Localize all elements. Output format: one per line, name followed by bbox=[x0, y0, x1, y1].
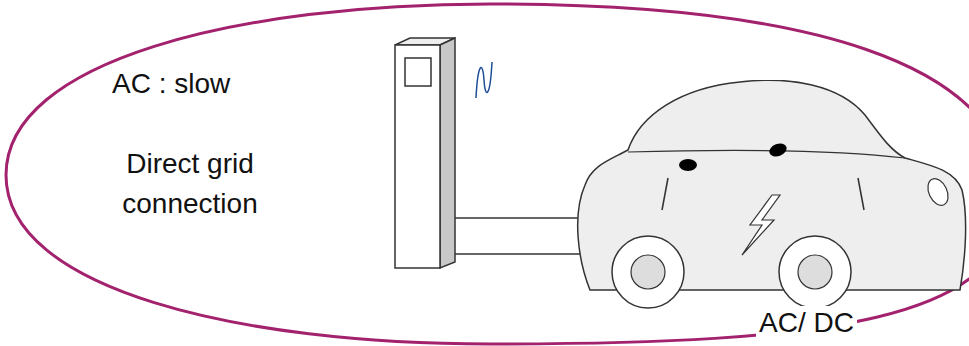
description-text: Direct grid connection bbox=[100, 144, 280, 224]
wheel bbox=[779, 236, 851, 308]
wheel-hub bbox=[631, 255, 665, 289]
heading-text: AC : slow bbox=[112, 64, 312, 104]
door-line bbox=[662, 178, 668, 210]
electric-car: AC/ DC bbox=[570, 80, 968, 346]
ac-sine-symbol bbox=[476, 62, 492, 98]
car-belt-line bbox=[628, 150, 905, 158]
door-line bbox=[858, 178, 864, 210]
station-side bbox=[440, 38, 455, 268]
wheel bbox=[612, 236, 684, 308]
charging-station bbox=[395, 45, 440, 268]
mirror-dot bbox=[679, 159, 697, 171]
wheel-hub bbox=[798, 255, 832, 289]
station-screen bbox=[405, 58, 431, 86]
handle-dot bbox=[767, 141, 788, 158]
ellipse-border bbox=[6, 4, 969, 344]
headlight bbox=[924, 176, 952, 209]
lightning-bolt bbox=[742, 195, 780, 255]
car-label: AC/ DC bbox=[756, 306, 857, 340]
